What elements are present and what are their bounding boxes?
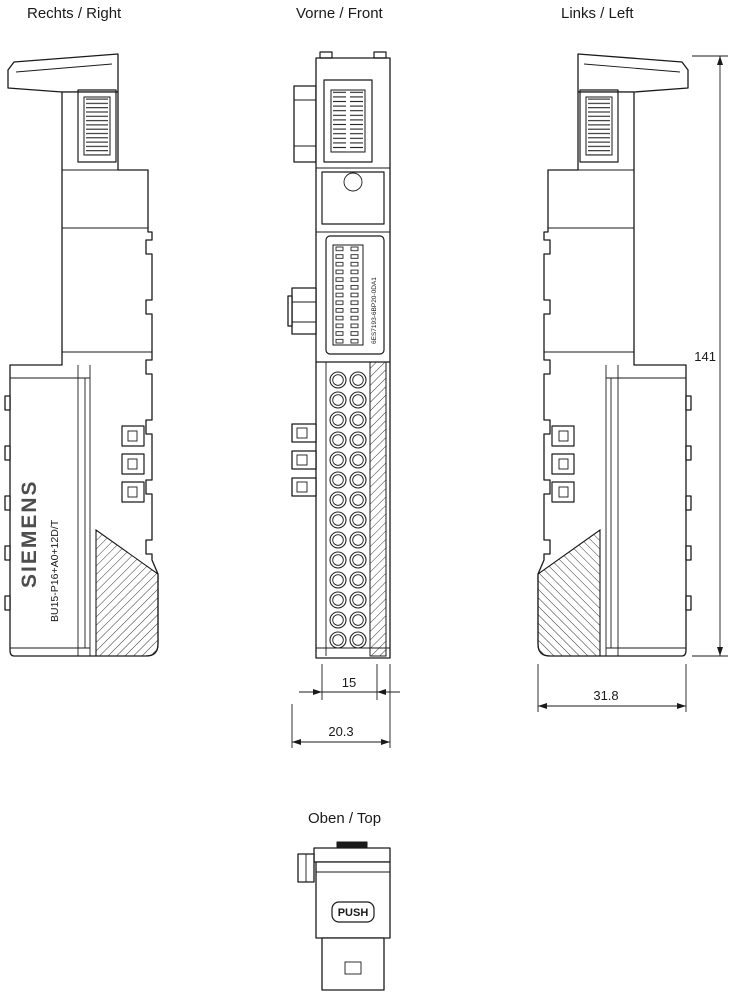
right-view-label: Rechts / Right [27,5,122,22]
top-tab-right [373,51,387,59]
push-in-terminal-block [316,361,390,657]
dim-text-mask [690,347,716,364]
push-label: PUSH [338,907,369,919]
model-text: BU15-P16+A0+12D/T [49,519,61,622]
dimension-terminal-pitch: 15 [299,664,400,700]
top-cap [313,847,391,863]
dim-31-8-value: 31.8 [593,688,618,703]
left-view-label: Links / Left [561,5,634,22]
front-view: 6ES7193-6BP20-0DA1 [287,51,391,659]
dimension-side-depth: 31.8 [537,664,687,712]
front-left-tabs [291,423,317,497]
top-view-label: Oben / Top [308,810,381,827]
top-body [315,861,391,939]
shield-strip-section [369,361,387,657]
rail-flange [293,85,317,163]
view-titles: Rechts / Right Vorne / Front Links / Lef… [27,5,634,827]
terminal-holes [328,370,368,650]
release-lever [316,171,390,233]
push-button-outline [331,901,375,923]
brand-text: SIEMENS [18,479,41,588]
dim-20-3-value: 20.3 [328,724,353,739]
top-slot [344,961,362,975]
top-tab-left [319,51,333,59]
part-number-text: 6ES7193-6BP20-0DA1 [371,277,378,344]
backplane-connector-pins [330,89,366,153]
dimension-front-width: 20.3 [291,664,391,748]
left-view [537,53,692,657]
top-view: PUSH [297,841,391,991]
right-view: SIEMENS BU15-P16+A0+12D/T [4,53,159,657]
side-lug [287,287,317,335]
dim-15-value: 15 [342,675,356,690]
dim-141-value: 141 [694,349,716,364]
backplane-connector-housing [323,79,373,163]
top-lower-body [321,937,385,991]
front-view-label: Vorne / Front [296,5,384,22]
front-terminal-connector: 6ES7193-6BP20-0DA1 [325,235,385,355]
dimension-total-height: 141 [690,55,728,657]
